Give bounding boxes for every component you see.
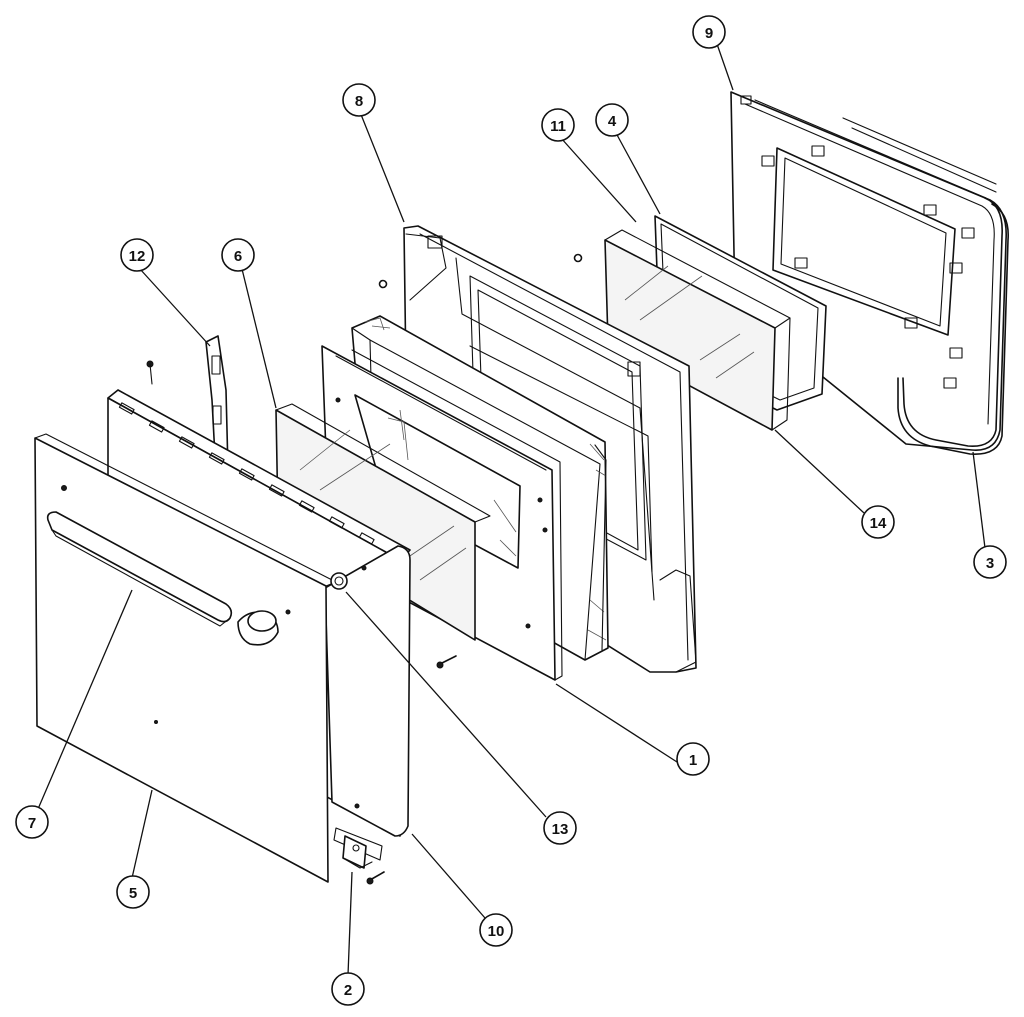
callout-6: 6 — [221, 238, 255, 272]
callout-10: 10 — [479, 913, 513, 947]
callout-5: 5 — [116, 875, 150, 909]
callout-12: 12 — [120, 238, 154, 272]
svg-text:11: 11 — [550, 118, 566, 135]
svg-text:14: 14 — [870, 515, 887, 532]
callout-14: 14 — [861, 505, 895, 539]
part-door-side-trim — [324, 545, 411, 837]
callout-9: 9 — [692, 15, 726, 49]
callout-7: 7 — [15, 805, 49, 839]
svg-text:6: 6 — [234, 248, 242, 265]
leader-lines — [37, 43, 986, 976]
svg-text:1: 1 — [689, 752, 697, 769]
svg-text:12: 12 — [129, 248, 146, 265]
part-hinge-bracket — [333, 827, 383, 869]
part-door-gasket — [902, 197, 1003, 447]
callout-2: 2 — [331, 972, 365, 1006]
part-inner-door-liner — [730, 91, 1009, 455]
svg-text:13: 13 — [552, 821, 569, 838]
callout-8: 8 — [342, 83, 376, 117]
part-door-stop — [330, 572, 348, 590]
callout-3: 3 — [973, 545, 1007, 579]
callout-11: 11 — [541, 108, 575, 142]
svg-text:4: 4 — [608, 113, 617, 130]
callout-13: 13 — [543, 811, 577, 845]
svg-text:5: 5 — [129, 885, 137, 902]
svg-text:3: 3 — [986, 555, 994, 572]
svg-text:10: 10 — [488, 923, 505, 940]
callout-4: 4 — [595, 103, 629, 137]
svg-text:7: 7 — [28, 815, 36, 832]
callout-1: 1 — [676, 742, 710, 776]
svg-text:9: 9 — [705, 25, 713, 42]
svg-text:2: 2 — [344, 982, 352, 999]
part-door-handle — [46, 511, 279, 646]
screws — [354, 253, 583, 885]
svg-text:8: 8 — [355, 93, 363, 110]
part-inner-glass — [604, 229, 791, 431]
